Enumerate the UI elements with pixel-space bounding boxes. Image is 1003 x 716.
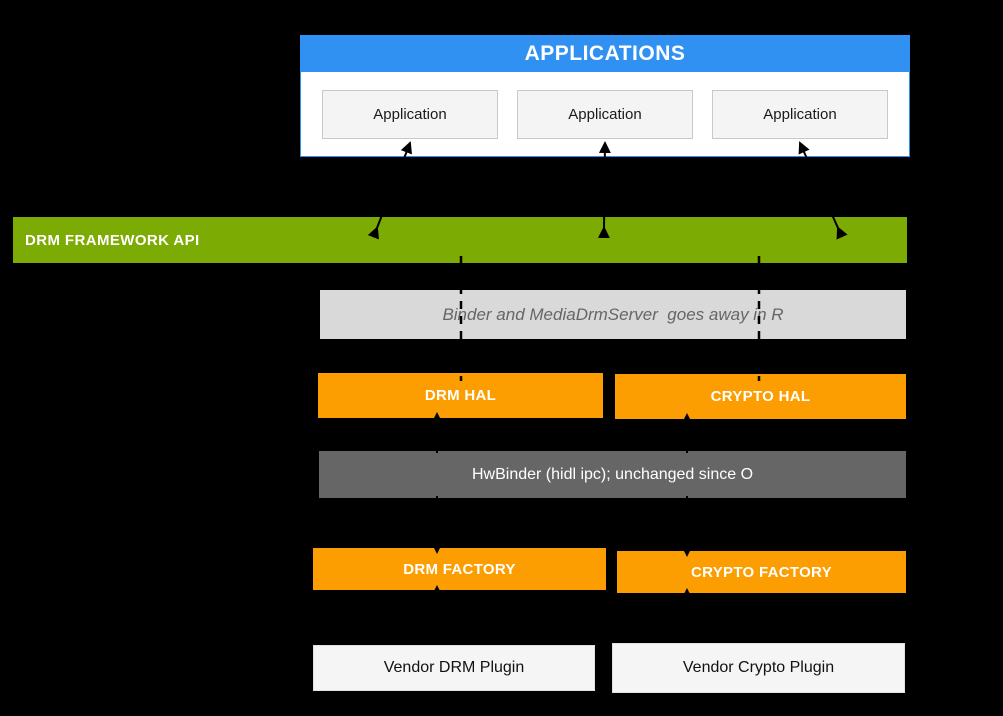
hwbinder-bar: HwBinder (hidl ipc); unchanged since O — [319, 451, 906, 498]
drm-factory-box: DRM FACTORY — [313, 548, 606, 590]
crypto-hal-box: CRYPTO HAL — [615, 374, 906, 419]
binder-note-bar: Binder and MediaDrmServer goes away in R — [320, 290, 906, 339]
application-box-3: Application — [712, 90, 888, 139]
application-box-1: Application — [322, 90, 498, 139]
vendor-drm-plugin-box: Vendor DRM Plugin — [313, 645, 595, 691]
application-box-2: Application — [517, 90, 693, 139]
applications-header: APPLICATIONS — [300, 35, 910, 72]
vendor-crypto-plugin-box: Vendor Crypto Plugin — [612, 643, 905, 693]
drm-framework-api-bar: DRM FRAMEWORK API — [13, 217, 907, 263]
drm-framework-api-label: DRM FRAMEWORK API — [25, 231, 200, 249]
drm-hal-box: DRM HAL — [318, 373, 603, 418]
crypto-factory-box: CRYPTO FACTORY — [617, 551, 906, 593]
